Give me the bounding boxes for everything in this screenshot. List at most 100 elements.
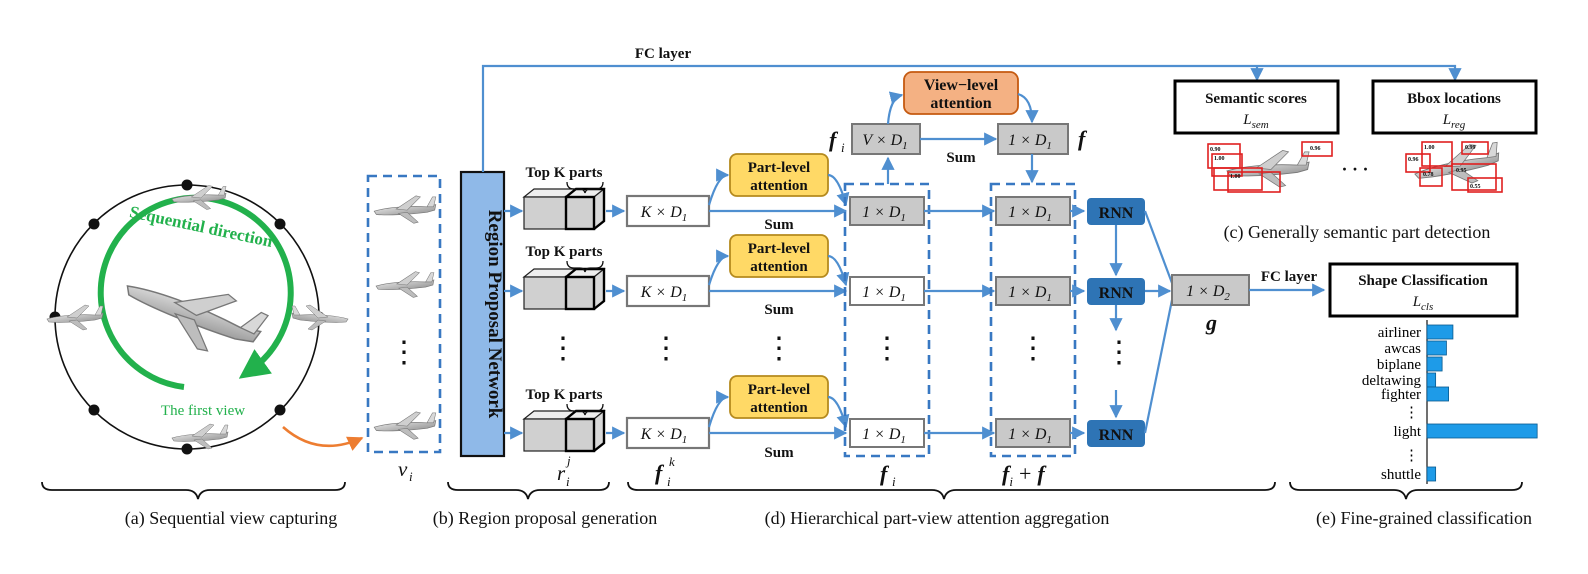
svg-text:Semantic scores: Semantic scores (1205, 91, 1307, 107)
g-label: g (1205, 310, 1217, 335)
one-by-d1-box: 1 × D1 (849, 196, 925, 226)
fc-layer-right-label: FC layer (1261, 269, 1318, 285)
detection-result-left: 0.90 1.00 0.96 1.00 (1207, 141, 1333, 193)
svg-text:r: r (557, 461, 566, 485)
top-k-parts-label: Top K parts (526, 165, 604, 194)
k-by-d1-box: K × D1 (625, 194, 711, 228)
class-score-bar (1426, 324, 1454, 340)
svg-text:i: i (892, 474, 896, 489)
part-level-attention-box: Part-level attention Sum (707, 375, 850, 461)
rnn-ellipsis: ⋮ (1104, 336, 1134, 369)
svg-text:attention: attention (750, 400, 808, 416)
classification-section: Shape Classification Lcls airlinerawcasb… (1328, 262, 1538, 484)
view-airplane-icon (291, 304, 349, 331)
one-by-d1-box: 1 × D1 (849, 418, 925, 448)
views-dashed-box (366, 174, 442, 454)
view-attention-block: V × D1 f i View−level attention Sum 1 × … (829, 71, 1088, 184)
center-airplane-model (114, 253, 271, 371)
detection-result-right: 1.00 0.96 0.99 0.78 0.95 0.55 (1405, 140, 1503, 193)
fi-ellipsis: ⋮ (872, 332, 902, 365)
svg-text:Part-level: Part-level (748, 160, 810, 176)
svg-text:f: f (829, 127, 839, 152)
caption-c: (c) Generally semantic part detection (1224, 222, 1491, 243)
svg-text:Part-level: Part-level (748, 382, 810, 398)
sequential-view-section: Sequential direction The first view (46, 179, 364, 455)
class-score-bar (1426, 386, 1450, 402)
caption-e: (e) Fine-grained classification (1316, 508, 1532, 529)
svg-text:K × D1: K × D1 (640, 284, 688, 304)
first-view-arrow (282, 426, 364, 451)
svg-text:1 × D1: 1 × D1 (862, 204, 906, 224)
bracket-a (41, 481, 346, 500)
class-label: airliner (1378, 325, 1421, 341)
svg-text:1 × D1: 1 × D1 (862, 426, 906, 446)
fi-plus-f-column: 1 × D1 1 × D1 1 × D1 ⋮ fi+f (924, 182, 1077, 489)
svg-text:i: i (409, 469, 413, 484)
fc-layer-top-connection: FC layer (481, 46, 1462, 172)
svg-text:1 × D2: 1 × D2 (1186, 283, 1230, 303)
f-label: f (1078, 126, 1088, 151)
sum-label: Sum (764, 217, 794, 233)
svg-text:v: v (398, 457, 408, 481)
top-k-parts-box (522, 267, 606, 311)
caption-a: (a) Sequential view capturing (125, 508, 337, 529)
caption-d: (d) Hierarchical part-view attention agg… (765, 508, 1110, 529)
svg-text:K × D1: K × D1 (640, 204, 688, 224)
svg-text:0.95: 0.95 (1456, 168, 1467, 174)
v-by-d1-box: V × D1 (851, 123, 921, 155)
svg-text:1 × D1: 1 × D1 (1008, 284, 1052, 304)
f-i-k-label: f i k (655, 454, 675, 489)
svg-text:Lcls: Lcls (1412, 294, 1434, 313)
caption-brackets (41, 481, 1523, 500)
svg-text:1.00: 1.00 (1230, 174, 1241, 180)
part-attention-rows: Part-level attention Sum Part-level atte… (707, 153, 850, 461)
one-by-d1-box: 1 × D1 (995, 196, 1071, 226)
semantic-scores-box: Semantic scores Lsem (1173, 79, 1340, 135)
part-rows: Top K parts Top K parts Top K parts ⋮ r … (504, 165, 626, 489)
svg-text:1 × D1: 1 × D1 (862, 284, 906, 304)
svg-text:1.00: 1.00 (1424, 145, 1435, 151)
fi-plus-f-ellipsis: ⋮ (1018, 332, 1048, 365)
attention-ellipsis: ⋮ (764, 332, 794, 365)
f-i-plus-f-label: fi+f (1002, 461, 1047, 489)
f-i-label: f i (880, 461, 896, 489)
classification-bar-chart: airlinerawcasbiplanedeltawingfighterligh… (1362, 320, 1538, 484)
k-d1-column: K × D1 K × D1 K × D1 ⋮ f i k (625, 194, 711, 489)
view-airplane-icon (373, 195, 437, 224)
class-score-bar (1426, 423, 1538, 439)
f-global-box: 1 × D1 (997, 123, 1069, 155)
svg-text:RNN: RNN (1099, 285, 1134, 302)
class-score-bar (1426, 466, 1437, 482)
class-score-bar (1426, 340, 1447, 356)
class-score-bar (1426, 356, 1443, 372)
one-by-d1-box: 1 × D1 (995, 276, 1071, 306)
svg-text:0.99: 0.99 (1465, 145, 1476, 151)
fi-dashed-box (843, 182, 931, 458)
class-ellipsis: ⋮ (1404, 448, 1419, 464)
svg-text:i: i (841, 140, 845, 155)
top-k-parts-label: Top K parts (526, 244, 604, 273)
svg-text:1 × D1: 1 × D1 (1008, 132, 1052, 152)
semantic-detection-section: Semantic scores Lsem Bbox locations Lreg… (1173, 79, 1538, 243)
rnn-block: RNN (1087, 420, 1145, 447)
class-label: light (1393, 424, 1421, 440)
rnn-column: RNN RNN RNN ⋮ (1070, 198, 1174, 447)
r-i-j-label: r i j (557, 453, 571, 489)
fi-plus-f-dashed-box (989, 182, 1077, 458)
parts-ellipsis: ⋮ (548, 332, 578, 365)
svg-text:Lreg: Lreg (1442, 112, 1466, 131)
fi-column: 1 × D1 1 × D1 1 × D1 ⋮ f i (843, 182, 931, 489)
view-column: ⋮ v i (366, 174, 442, 484)
svg-text:1.00: 1.00 (1214, 156, 1225, 162)
svg-text:f: f (655, 460, 665, 485)
region-proposal-network-label: Region Proposal Network (484, 210, 505, 419)
bbox-locations-box: Bbox locations Lreg (1371, 79, 1538, 135)
fc-layer-top-label: FC layer (635, 46, 692, 62)
sum-label: Sum (764, 302, 794, 318)
svg-text:j: j (565, 453, 571, 468)
class-label: shuttle (1381, 467, 1421, 483)
svg-text:0.96: 0.96 (1408, 157, 1419, 163)
top-k-parts-box (522, 187, 606, 231)
first-view-label: The first view (161, 403, 245, 419)
svg-text:i: i (667, 474, 671, 489)
